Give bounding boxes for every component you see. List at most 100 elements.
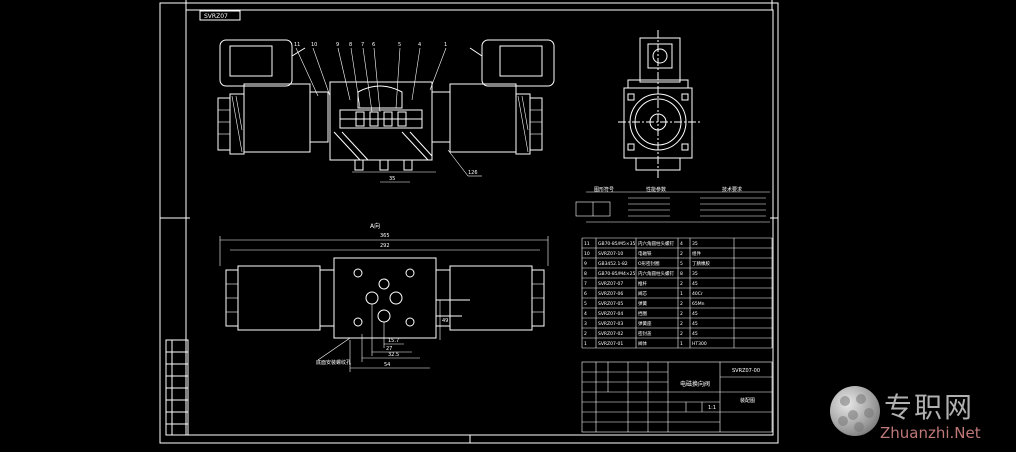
parts-cell-qty: 8	[680, 271, 683, 277]
watermark: 专职网 Zhuanzhi.Net	[830, 380, 1010, 448]
sheet-tag: SVRZ07	[204, 13, 228, 20]
parts-cell-mat: 45	[692, 311, 698, 317]
parts-cell-qty: 2	[680, 311, 683, 317]
balloon-numbers: 11 10 9 8 7 6 5 4 1	[294, 42, 447, 48]
part-leaders	[295, 47, 447, 113]
parts-cell-name: 推杆	[638, 280, 647, 287]
parts-cell-qty: 2	[680, 251, 683, 257]
tech-h1: 图形符号	[594, 186, 614, 193]
parts-cell-mat: 65Mn	[692, 301, 705, 307]
parts-cell-qty: 2	[680, 321, 683, 327]
balloon-10: 10	[311, 42, 317, 48]
drawing-label: 装配图	[740, 397, 755, 404]
parts-cell-code: SVRZ07-04	[598, 311, 623, 317]
parts-cell-name: 弹簧座	[638, 320, 652, 327]
dim-front-2: 126	[468, 170, 478, 176]
tech-h3: 技术要求	[722, 186, 742, 193]
balloon-8: 8	[349, 42, 352, 48]
plan-hatch	[226, 283, 544, 313]
parts-cell-mat: 35	[692, 241, 698, 247]
view-a-label: A向	[370, 222, 380, 230]
watermark-cn: 专职网	[884, 391, 975, 424]
parts-cell-mat: HT300	[692, 341, 707, 347]
balloon-9: 9	[336, 42, 339, 48]
drawing-name: 电磁换向阀	[680, 380, 710, 388]
dim-plan-e: 54	[384, 362, 390, 368]
parts-cell-no: 2	[584, 331, 587, 337]
parts-cell-code: SVRZ07-07	[598, 281, 623, 287]
parts-cell-no: 6	[584, 291, 587, 297]
parts-cell-no: 1	[584, 341, 587, 347]
parts-cell-code: SVRZ07-05	[598, 301, 623, 307]
watermark-en: Zhuanzhi.Net	[880, 424, 981, 442]
tech-h2: 性能参数	[646, 186, 666, 193]
parts-cell-qty: 1	[680, 291, 683, 297]
front-view	[217, 39, 555, 171]
parts-cell-qty: 5	[680, 261, 683, 267]
dim-plan-d: 49	[442, 318, 448, 324]
parts-cell-mat: 40Cr	[692, 291, 703, 297]
parts-cell-code: SVRZ07-02	[598, 331, 623, 337]
parts-cell-qty: 1	[680, 341, 683, 347]
parts-cell-mat: 45	[692, 331, 698, 337]
dim-plan-c: 32.5	[388, 352, 399, 358]
parts-cell-name: 电磁铁	[638, 250, 652, 257]
plan-view	[225, 257, 545, 339]
parts-cell-code: SVRZ07-01	[598, 341, 623, 347]
parts-cell-code: SVRZ07-06	[598, 291, 623, 297]
parts-cell-mat: 组件	[692, 250, 701, 257]
dim-plan-top: 365	[380, 233, 390, 239]
parts-cell-code: GB70-85/M4×25	[598, 271, 636, 277]
parts-cell-name: 内六角圆柱头螺钉	[638, 270, 674, 277]
drawing-code: SVRZ07-00	[732, 368, 760, 374]
parts-cell-qty: 2	[680, 301, 683, 307]
parts-cell-qty: 4	[680, 241, 683, 247]
balloon-7: 7	[361, 42, 364, 48]
drawing-scale: 1:1	[708, 405, 716, 411]
parts-cell-no: 11	[584, 241, 590, 247]
parts-cell-name: O形密封圈	[638, 260, 660, 267]
balloon-6: 6	[372, 42, 375, 48]
parts-cell-code: GB3452.1-82	[598, 261, 628, 267]
plan-dims	[219, 236, 549, 372]
dim-plan-a: 15.7	[388, 338, 399, 344]
parts-cell-qty: 2	[680, 331, 683, 337]
parts-cell-no: 5	[584, 301, 587, 307]
parts-cell-name: 内六角圆柱头螺钉	[638, 240, 674, 247]
plan-note: 底面安装螺纹孔	[316, 359, 351, 366]
title-block	[581, 361, 773, 433]
parts-cell-name: 阀芯	[638, 290, 647, 297]
parts-cell-mat: 45	[692, 281, 698, 287]
parts-cell-name: 阀体	[638, 340, 647, 347]
parts-cell-no: 10	[584, 251, 590, 257]
parts-cell-name: 密封盖	[638, 330, 652, 337]
parts-cell-name: 弹簧	[638, 300, 647, 307]
tech-table	[575, 191, 770, 223]
parts-cell-qty: 2	[680, 281, 683, 287]
coil-hatch	[218, 95, 542, 153]
dim-plan-second: 292	[380, 243, 390, 249]
parts-cell-mat: 35	[692, 271, 698, 277]
dim-plan-b: 27	[386, 346, 392, 352]
watermark-logo-icon	[830, 386, 880, 436]
balloon-1: 1	[444, 42, 447, 48]
parts-cell-code: GB70-85/M5×35	[598, 241, 636, 247]
parts-cell-name: 挡圈	[638, 310, 647, 317]
parts-cell-code: SVRZ07-10	[598, 251, 623, 257]
front-dims	[352, 149, 482, 183]
parts-cell-no: 4	[584, 311, 587, 317]
parts-cell-no: 8	[584, 271, 587, 277]
parts-cell-code: SVRZ07-03	[598, 321, 623, 327]
balloon-4: 4	[418, 42, 421, 48]
side-view	[618, 30, 700, 178]
parts-cell-no: 3	[584, 321, 587, 327]
balloon-11: 11	[294, 42, 300, 48]
left-strip	[165, 339, 189, 436]
parts-cell-no: 9	[584, 261, 587, 267]
balloon-5: 5	[398, 42, 401, 48]
parts-cell-mat: 丁腈橡胶	[692, 260, 710, 267]
dim-front-1: 35	[389, 176, 395, 182]
sheet-border	[159, 0, 779, 444]
